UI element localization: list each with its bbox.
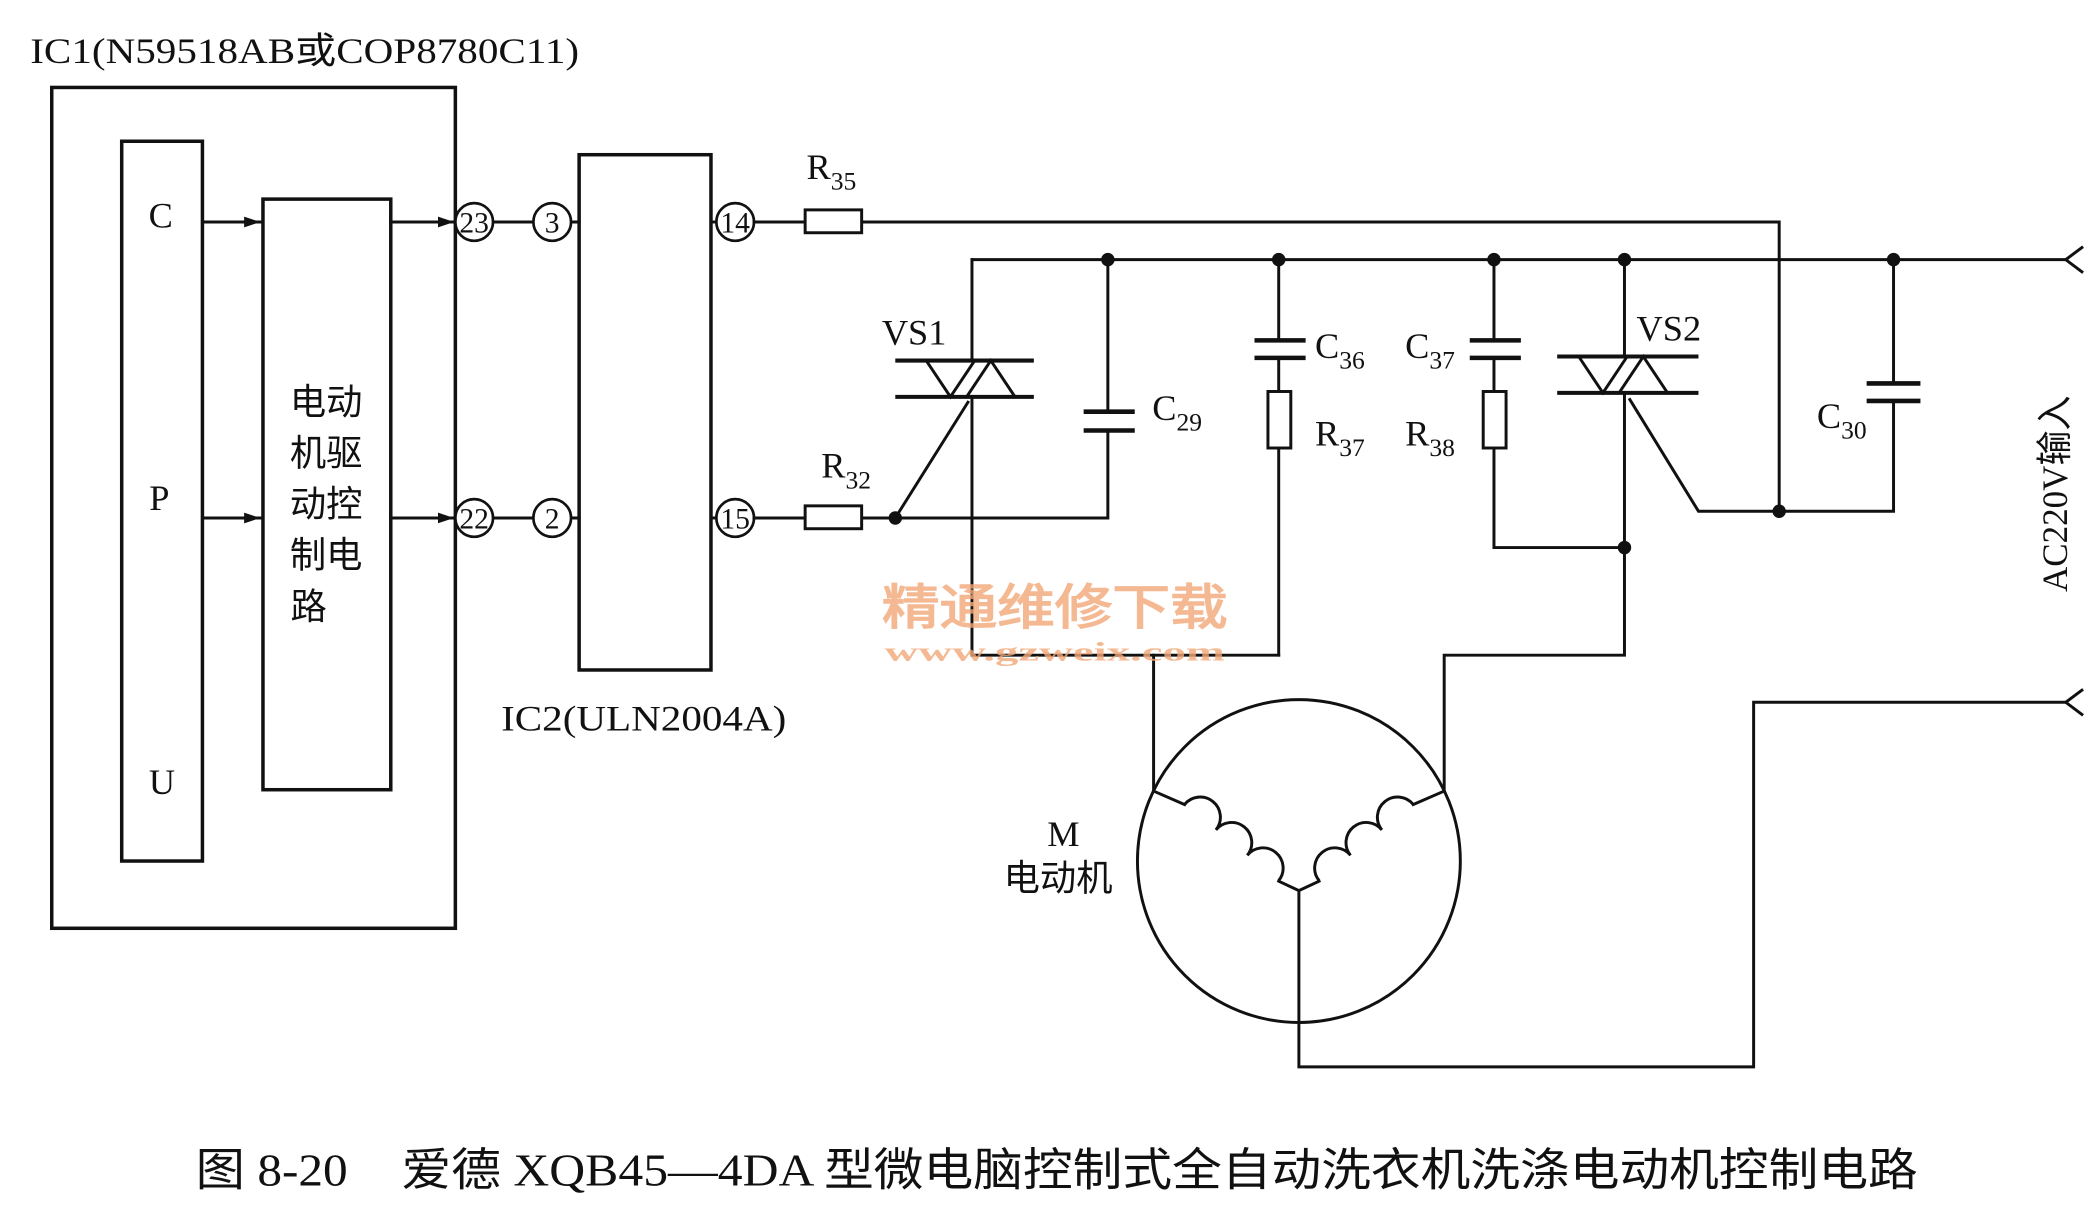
coil-icon xyxy=(1183,795,1285,882)
pin-3-label: 3 xyxy=(545,208,560,240)
c37-label-subscript: 37 xyxy=(1429,346,1455,375)
c36-label-subscript: 36 xyxy=(1339,346,1365,375)
junction-dot xyxy=(1617,540,1632,555)
pin-15-label: 15 xyxy=(720,504,750,536)
triac-vs1 xyxy=(895,357,1034,400)
cpu-block xyxy=(119,139,205,863)
c30-label-subscript: 30 xyxy=(1841,416,1867,445)
driver-text-line-5: 路 xyxy=(291,587,327,627)
watermark-text: 精通维修下载 xyxy=(882,581,1228,635)
ac-terminal-bottom xyxy=(2063,688,2084,717)
coil-icon xyxy=(1313,795,1415,882)
triac-diode-down xyxy=(923,359,978,400)
wire-vs2-gate xyxy=(1627,397,1896,513)
pin-23-label: 23 xyxy=(459,208,489,240)
c36-label: C36 xyxy=(1315,326,1365,375)
resistor-r38 xyxy=(1481,390,1508,450)
ac-input-label: AC220V输入 xyxy=(2035,396,2075,592)
pin-2-label: 2 xyxy=(545,504,560,536)
r35-label-subscript: 35 xyxy=(831,167,857,196)
c37-label-letter: C xyxy=(1405,326,1429,366)
wire-vs2-main-bottom xyxy=(1411,391,1626,807)
resistor-r37 xyxy=(1266,390,1293,450)
c29-label-subscript: 29 xyxy=(1176,408,1202,437)
r38-label: R38 xyxy=(1405,413,1455,462)
ic2-box xyxy=(577,152,713,672)
vs1-label: VS1 xyxy=(882,312,947,352)
wire-motor-return xyxy=(1276,700,2068,1069)
junction-dot xyxy=(1271,252,1286,267)
r37-label: R37 xyxy=(1315,413,1365,462)
wire-c37-r38-branch xyxy=(1492,258,1626,550)
figure-title: 爱德 XQB45—4DA 型微电脑控制式全自动洗衣机洗涤电动机控制电路 xyxy=(402,1144,1918,1195)
wire-r35-to-vs2-gate-node xyxy=(860,220,1781,513)
resistor-r35 xyxy=(803,208,864,235)
pin-3-marker xyxy=(532,201,573,243)
pin-22-label: 22 xyxy=(459,504,489,536)
capacitor-c36 xyxy=(1254,338,1306,361)
r35-label: R35 xyxy=(806,147,856,196)
triac-vs2 xyxy=(1557,353,1699,396)
motor-housing xyxy=(1135,698,1462,1024)
pin-22-marker xyxy=(454,497,495,539)
r32-label: R32 xyxy=(821,446,871,495)
figure-number: 图 8-20 xyxy=(196,1144,348,1195)
junction-dot xyxy=(1487,252,1501,267)
junction-dot xyxy=(1772,504,1786,518)
motor-symbol-label: M xyxy=(1047,814,1079,854)
motor-name-label: 电动机 xyxy=(1004,859,1113,899)
junction-dot xyxy=(1617,252,1632,267)
r32-label-subscript: 32 xyxy=(846,465,872,494)
r37-label-subscript: 37 xyxy=(1339,433,1365,462)
junction-dot xyxy=(888,511,903,525)
driver-text-line-3: 动控 xyxy=(290,485,363,525)
r38-label-letter: R xyxy=(1405,413,1430,453)
pin-2-marker xyxy=(532,497,573,539)
wire-r32-to-c29 xyxy=(860,429,1110,520)
triac-diode-up xyxy=(963,357,1018,399)
driver-text-line-4: 制电 xyxy=(290,536,363,576)
wire-vs1-main-bottom xyxy=(970,395,1281,657)
resistor-r32 xyxy=(803,504,864,531)
r37-label-letter: R xyxy=(1315,413,1340,453)
driver-text-line-1: 电动 xyxy=(290,382,363,422)
triac-diode-down xyxy=(1575,355,1630,396)
cpu-letter-p: P xyxy=(149,478,169,518)
triac-diode-up xyxy=(1616,353,1671,395)
watermark-url: www.gzweix.com xyxy=(885,637,1225,667)
c29-label-letter: C xyxy=(1152,388,1176,428)
c30-label: C30 xyxy=(1817,396,1867,445)
capacitor-c29 xyxy=(1083,409,1135,433)
c29-label: C29 xyxy=(1152,388,1202,437)
junction-dot xyxy=(1101,252,1115,267)
c36-label-letter: C xyxy=(1315,326,1339,366)
ic1-label: IC1(N59518AB或COP8780C11) xyxy=(30,31,579,71)
r32-label-letter: R xyxy=(821,446,846,486)
c30-label-letter: C xyxy=(1817,396,1841,436)
vs2-label: VS2 xyxy=(1637,308,1702,348)
cpu-letter-c: C xyxy=(149,195,173,235)
cpu-letter-u: U xyxy=(149,762,175,802)
pin-14-label: 14 xyxy=(720,208,750,240)
ic2-label: IC2(ULN2004A) xyxy=(501,699,786,739)
motor-driver-block xyxy=(261,197,393,792)
capacitor-c37 xyxy=(1469,338,1521,361)
c37-label: C37 xyxy=(1405,326,1455,375)
capacitor-c30 xyxy=(1866,381,1921,404)
motor-winding-left xyxy=(1183,795,1285,882)
motor-winding-right xyxy=(1313,795,1415,882)
junction-dot xyxy=(1886,252,1901,267)
r35-label-letter: R xyxy=(806,147,831,187)
wire-vs1-gate xyxy=(893,400,970,521)
ac-terminal-top xyxy=(2063,245,2084,274)
r38-label-subscript: 38 xyxy=(1429,433,1455,462)
pin-23-marker xyxy=(454,201,495,243)
ic1-box xyxy=(49,85,458,931)
driver-text-line-2: 机驱 xyxy=(290,433,363,473)
